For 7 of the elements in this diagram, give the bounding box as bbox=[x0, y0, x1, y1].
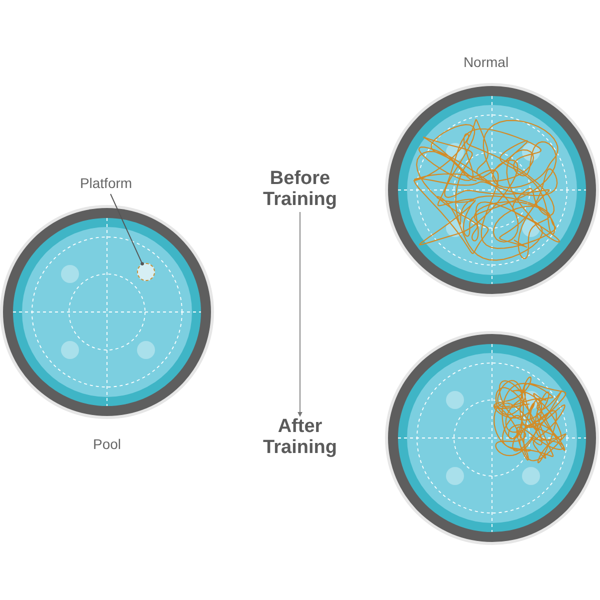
pool-label: Normal bbox=[463, 54, 509, 70]
stage-label: After Training bbox=[262, 417, 338, 459]
stage-label: Before Training bbox=[262, 169, 338, 211]
part-label: Platform bbox=[80, 176, 132, 192]
arrow bbox=[298, 212, 302, 417]
leader-line bbox=[110, 194, 144, 266]
pool-label: Pool bbox=[92, 436, 122, 452]
